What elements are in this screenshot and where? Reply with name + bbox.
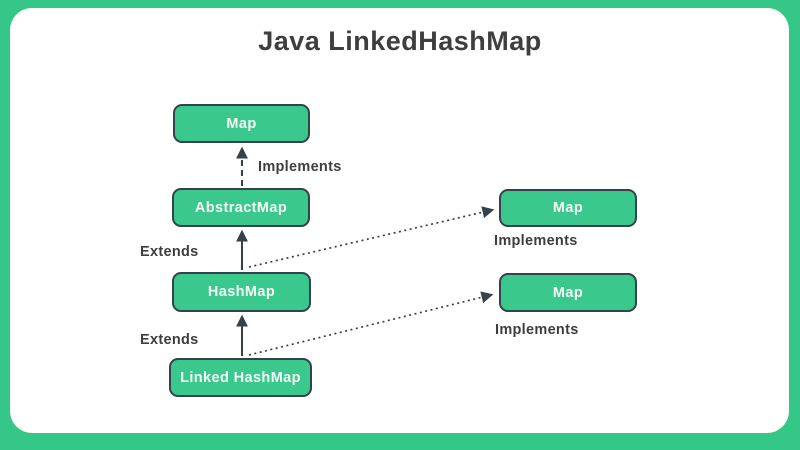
node-label: Map bbox=[552, 284, 584, 301]
node-label: HashMap bbox=[207, 284, 276, 300]
node-label: AbstractMap bbox=[194, 199, 288, 216]
diagram-card bbox=[10, 8, 789, 433]
node-linked-hashmap: Linked HashMap bbox=[169, 358, 312, 397]
node-hashmap: HashMap bbox=[172, 272, 311, 312]
node-label: Map bbox=[226, 115, 257, 132]
edge-label-extends-1: Extends bbox=[140, 244, 199, 260]
edge-label-implements-left: Implements bbox=[258, 159, 342, 175]
node-label: Linked HashMap bbox=[180, 369, 301, 386]
node-map-right-top: Map bbox=[499, 189, 637, 227]
edge-label-implements-right-2: Implements bbox=[495, 322, 579, 338]
node-map-top: Map bbox=[173, 104, 310, 143]
node-map-right-bottom: Map bbox=[499, 273, 637, 312]
page-title: Java LinkedHashMap bbox=[258, 26, 542, 56]
edge-label-extends-2: Extends bbox=[140, 332, 199, 348]
edge-label-implements-right-1: Implements bbox=[494, 233, 578, 249]
node-abstract-map: AbstractMap bbox=[172, 188, 310, 227]
node-label: Map bbox=[552, 200, 584, 216]
